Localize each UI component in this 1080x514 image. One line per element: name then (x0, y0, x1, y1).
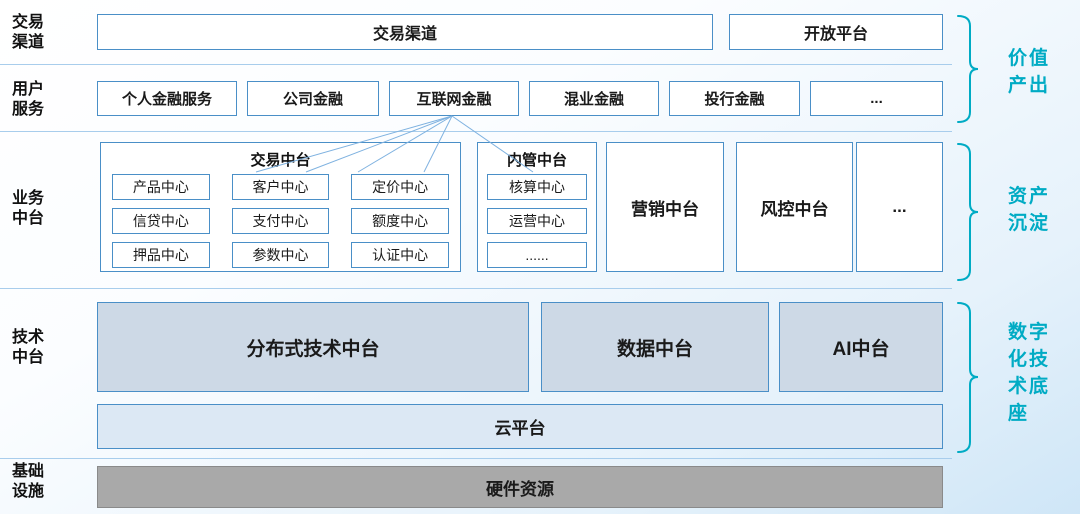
trade-middle-platform-group: 交易中台 产品中心 客户中心 定价中心 信贷中心 支付中心 额度中心 押品中心 … (100, 142, 461, 272)
layer-label-business-middle: 业务 中台 (12, 190, 45, 228)
center-collateral-cell: 押品中心 (112, 242, 210, 268)
center-auth-cell: 认证中心 (351, 242, 449, 268)
internal-mgmt-platform-group: 内管中台 核算中心 运营中心 ...... (477, 142, 597, 272)
open-platform-box: 开放平台 (729, 14, 943, 50)
center-credit-cell: 信贷中心 (112, 208, 210, 234)
trade-middle-platform-title: 交易中台 (250, 152, 311, 169)
annotation-asset-deposit: 资产 沉淀 (1008, 186, 1051, 234)
annotation-value-output: 价值 产出 (1008, 48, 1051, 96)
separator-4 (0, 458, 952, 459)
cloud-platform-box: 云平台 (97, 404, 943, 449)
distributed-tech-platform-box: 分布式技术中台 (97, 302, 529, 392)
center-ellipsis-cell: ...... (487, 242, 587, 268)
bracket-digital-base (957, 302, 979, 453)
trade-middle-platform-grid: 产品中心 客户中心 定价中心 信贷中心 支付中心 额度中心 押品中心 参数中心 … (112, 174, 449, 268)
data-platform-box: 数据中台 (541, 302, 769, 392)
ai-platform-box: AI中台 (779, 302, 943, 392)
annotation-digital-base: 数字 化技 术底 座 (1008, 322, 1051, 424)
service-investment-banking-box: 投行金融 (669, 81, 800, 116)
center-parameter-cell: 参数中心 (231, 242, 330, 268)
service-corporate-finance-box: 公司金融 (247, 81, 379, 116)
separator-3 (0, 288, 952, 289)
center-pricing-cell: 定价中心 (351, 174, 449, 200)
service-personal-finance-box: 个人金融服务 (97, 81, 237, 116)
business-more-box: ... (856, 142, 943, 272)
service-internet-finance-box: 互联网金融 (389, 81, 519, 116)
center-operations-cell: 运营中心 (487, 208, 587, 234)
service-mixed-finance-box: 混业金融 (529, 81, 659, 116)
internal-mgmt-platform-stack: 核算中心 运营中心 ...... (487, 174, 587, 268)
center-customer-cell: 客户中心 (231, 174, 330, 200)
risk-control-platform-box: 风控中台 (736, 142, 853, 272)
hardware-resources-box: 硬件资源 (97, 466, 943, 508)
internal-mgmt-platform-title: 内管中台 (506, 152, 567, 169)
separator-2 (0, 131, 952, 132)
service-more-box: ... (810, 81, 943, 116)
center-quota-cell: 额度中心 (351, 208, 449, 234)
trade-channel-box: 交易渠道 (97, 14, 713, 50)
layer-label-user-services: 用户 服务 (12, 81, 45, 119)
center-accounting-cell: 核算中心 (487, 174, 587, 200)
marketing-platform-box: 营销中台 (606, 142, 724, 272)
bracket-value-output (957, 15, 979, 123)
layer-label-infrastructure: 基础 设施 (12, 463, 45, 501)
center-payment-cell: 支付中心 (231, 208, 330, 234)
separator-1 (0, 64, 952, 65)
center-product-cell: 产品中心 (112, 174, 210, 200)
layer-label-channels: 交易 渠道 (12, 14, 45, 52)
layer-label-tech-middle: 技术 中台 (12, 329, 45, 367)
bracket-asset-deposit (957, 143, 979, 281)
